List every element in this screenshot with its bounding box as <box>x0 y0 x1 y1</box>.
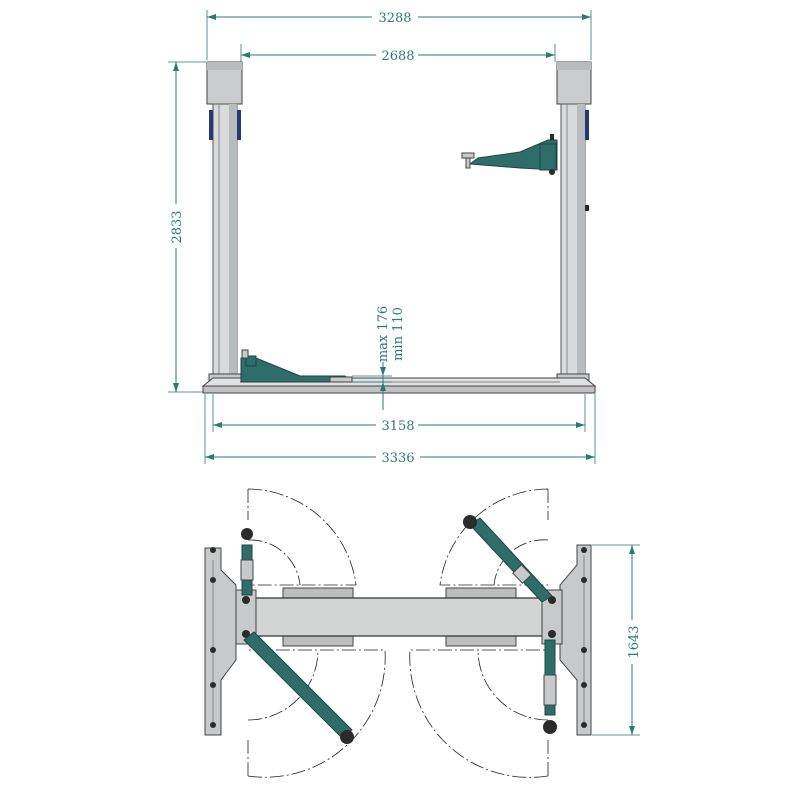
arm-pad-icon <box>241 528 253 540</box>
pad-height-dimension: max 176 min 110 <box>352 306 406 410</box>
left-post-base <box>204 547 237 736</box>
pad-height-max-label: max 176 <box>376 306 391 362</box>
dimension-label: 3158 <box>381 419 414 434</box>
left-lift-arm <box>240 349 354 383</box>
cross-beam <box>239 587 559 647</box>
dimension-height: 2833 <box>167 61 206 393</box>
left-post <box>206 61 243 387</box>
pad-height-min-label: min 110 <box>391 307 406 361</box>
dimension-depth: 1643 <box>592 544 642 736</box>
top-view-arms <box>240 515 557 744</box>
right-post-base <box>559 544 592 736</box>
cylinder <box>237 110 241 140</box>
right-lift-arm <box>461 134 558 175</box>
dimension-label: 2688 <box>381 49 414 64</box>
dimension-label: 1643 <box>627 625 642 658</box>
carriages <box>235 589 563 645</box>
lift-pad <box>461 152 475 159</box>
dimension-base-inner: 3158 <box>212 394 586 434</box>
dimension-label: 3336 <box>381 451 414 466</box>
front-view: 3288 2688 2833 <box>167 8 597 466</box>
dimension-label: 2833 <box>170 210 185 243</box>
dimension-overall-width: 3288 <box>206 8 592 60</box>
top-view: 1643 <box>204 488 642 778</box>
dimension-base-outer: 3336 <box>204 394 596 466</box>
dimension-post-span: 2688 <box>240 44 556 64</box>
right-post <box>556 61 592 387</box>
dimension-label: 3288 <box>378 11 411 26</box>
